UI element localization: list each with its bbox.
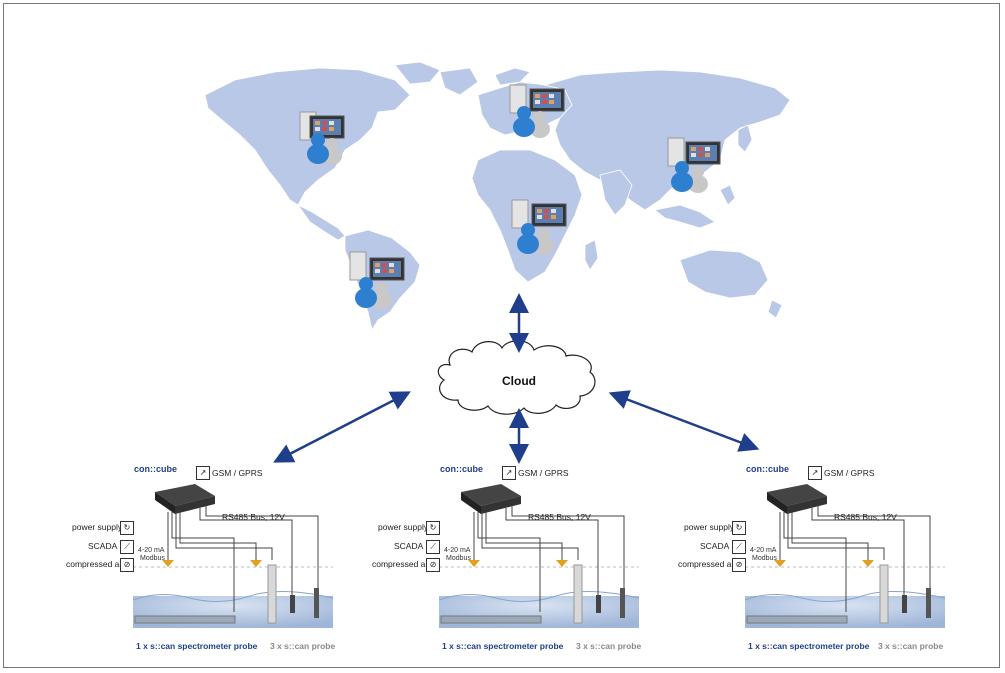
probes-label: 3 x s::can probe [878,641,944,651]
power-label: power supply [378,522,429,532]
central-america [297,204,346,241]
air-label: compressed air [678,559,737,569]
world-map [204,61,791,332]
user-workstation-icon [667,137,721,193]
antenna-icon: ↗ [196,466,210,480]
power-label: power supply [72,522,123,532]
signal-icon: ⟋ [426,540,440,554]
signal-label: 4-20 mA [138,547,165,554]
bus-label: RS485 Bus, 12V [222,512,285,522]
brand-logo: con::cube [440,464,484,474]
antenna-icon: ↗ [502,466,516,480]
modbus-label: Modbus [140,555,165,562]
bus-label: RS485 Bus, 12V [834,512,897,522]
modbus-label: Modbus [752,555,777,562]
station-2-graphic [438,484,640,628]
probes-label: 3 x s::can probe [576,641,642,651]
scada-label: SCADA [700,541,730,551]
spectrometer-label: 1 x s::can spectrometer probe [442,641,564,651]
air-valve-icon: ⊘ [426,558,440,572]
scada-label: SCADA [394,541,424,551]
signal-label: 4-20 mA [750,547,777,554]
station-3-graphic [744,484,946,628]
spectrometer-label: 1 x s::can spectrometer probe [748,641,870,651]
cloud-label: Cloud [502,374,536,388]
power-plug-icon: ↻ [732,521,746,535]
user-workstation-icon [511,199,567,255]
brand-logo: con::cube [134,464,178,474]
user-workstation-icon [509,84,565,138]
air-label: compressed air [372,559,431,569]
bus-label: RS485 Bus, 12V [528,512,591,522]
gsm-label: GSM / GPRS [518,468,569,478]
power-plug-icon: ↻ [426,521,440,535]
user-workstation-icon [299,111,345,165]
brand-logo: con::cube [746,464,790,474]
air-label: compressed air [66,559,125,569]
gsm-label: GSM / GPRS [212,468,263,478]
power-label: power supply [684,522,735,532]
power-plug-icon: ↻ [120,521,134,535]
spectrometer-label: 1 x s::can spectrometer probe [136,641,258,651]
signal-label: 4-20 mA [444,547,471,554]
arrow-cloud-station-3 [608,390,760,452]
gsm-label: GSM / GPRS [824,468,875,478]
scada-label: SCADA [88,541,118,551]
air-valve-icon: ⊘ [732,558,746,572]
arrow-cloud-station-1 [273,391,411,463]
user-workstation-icon [349,251,405,309]
modbus-label: Modbus [446,555,471,562]
cloud-shape [437,340,596,415]
antenna-icon: ↗ [808,466,822,480]
station-1-graphic [132,484,334,628]
probes-label: 3 x s::can probe [270,641,336,651]
signal-icon: ⟋ [732,540,746,554]
australia [679,249,769,299]
signal-icon: ⟋ [120,540,134,554]
air-valve-icon: ⊘ [120,558,134,572]
